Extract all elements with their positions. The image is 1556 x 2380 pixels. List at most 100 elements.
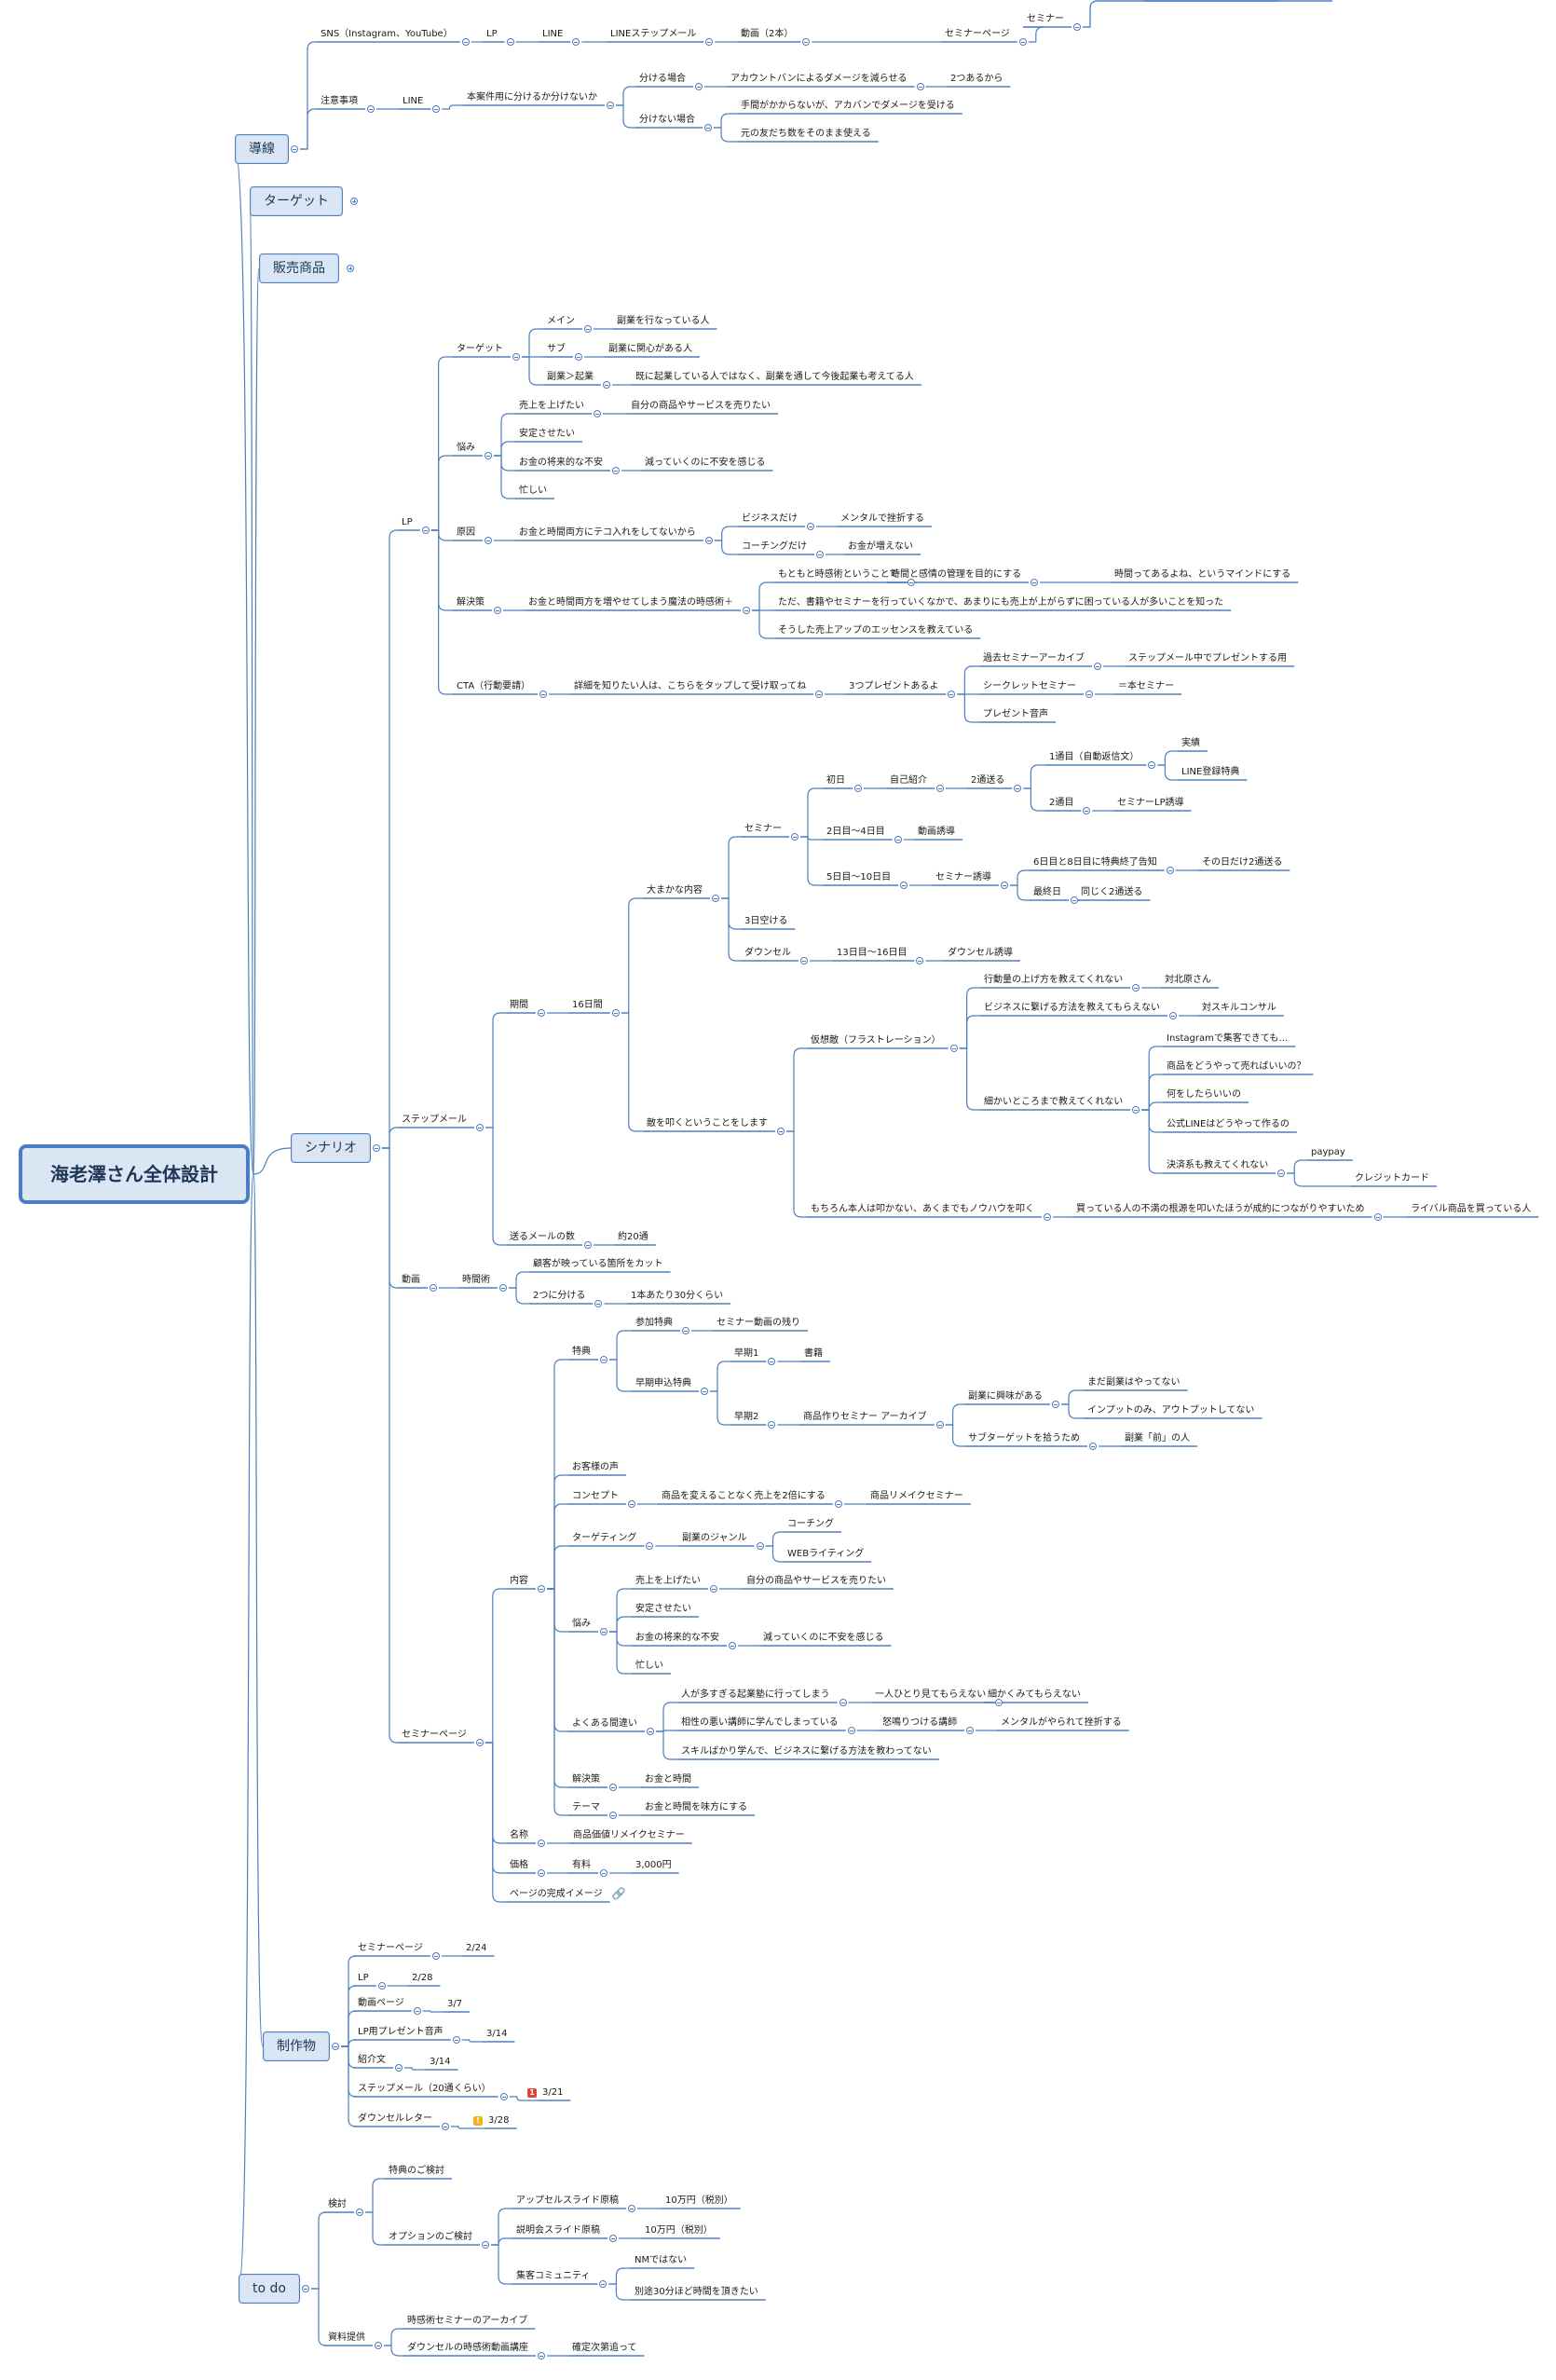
topic-node[interactable]: メンタルで挫折する xyxy=(840,513,924,524)
collapse-toggle-icon[interactable] xyxy=(494,607,501,614)
topic-node[interactable]: 時間ってあるよね、というマインドにする xyxy=(1114,569,1291,580)
topic-node[interactable]: 副業「前」の人 xyxy=(1125,1433,1190,1443)
topic-node[interactable]: 減っていくのに不安を感じる xyxy=(645,458,766,468)
topic-node[interactable]: アカウントバンによるダメージを減らせる xyxy=(730,74,908,84)
topic-node[interactable]: 3日空ける xyxy=(744,916,788,926)
collapse-toggle-icon[interactable] xyxy=(395,2064,403,2072)
topic-node[interactable]: NMではない xyxy=(635,2255,688,2265)
collapse-toggle-icon[interactable] xyxy=(1132,1106,1140,1114)
collapse-toggle-icon[interactable] xyxy=(375,2342,382,2349)
collapse-toggle-icon[interactable] xyxy=(600,1628,607,1635)
collapse-toggle-icon[interactable] xyxy=(356,2209,363,2216)
collapse-toggle-icon[interactable] xyxy=(1018,38,1027,46)
topic-node[interactable]: LP xyxy=(358,1973,369,1983)
topic-node[interactable]: 自己紹介 xyxy=(890,775,927,786)
collapse-toggle-icon[interactable] xyxy=(538,1585,545,1593)
topic-node[interactable]: 細かいところまで教えてくれない xyxy=(984,1097,1124,1107)
collapse-toggle-icon[interactable] xyxy=(1071,896,1078,904)
topic-node[interactable]: 副業に関心がある人 xyxy=(608,344,692,354)
topic-node[interactable]: 3/28 xyxy=(488,2115,510,2126)
topic-node[interactable]: テーマ xyxy=(572,1802,600,1812)
collapse-toggle-icon[interactable] xyxy=(704,124,712,131)
topic-node[interactable]: インプットのみ、アウトプットしてない xyxy=(1087,1405,1255,1416)
collapse-toggle-icon[interactable] xyxy=(712,895,719,902)
topic-node[interactable]: 副業＞起業 xyxy=(547,372,594,382)
topic-node[interactable]: ライバル商品を買っている人 xyxy=(1411,1204,1532,1214)
collapse-toggle-icon[interactable] xyxy=(432,105,441,113)
topic-node[interactable]: 行動量の上げ方を教えてくれない xyxy=(984,975,1124,985)
topic-node[interactable]: 商品を変えることなく売上を2倍にする xyxy=(662,1491,826,1501)
topic-node[interactable]: スキルばかり学んで、ビジネスに繋げる方法を教わってない xyxy=(681,1746,932,1757)
topic-node[interactable]: 2/24 xyxy=(466,1943,487,1953)
topic-node[interactable]: お金と時間両方を増やせてしまう魔法の時感術＋ xyxy=(528,597,733,608)
topic-node[interactable]: 説明会スライド原稿 xyxy=(516,2225,600,2236)
topic-node[interactable]: ダウンセル誘導 xyxy=(948,948,1013,958)
topic-node[interactable]: 解決策 xyxy=(572,1774,600,1785)
topic-node[interactable]: 売上を上げたい xyxy=(519,401,584,411)
topic-node[interactable]: 悩み xyxy=(572,1619,591,1629)
collapse-toggle-icon[interactable] xyxy=(646,1542,654,1550)
topic-node[interactable]: 早期2 xyxy=(734,1412,759,1422)
topic-node[interactable]: 手間がかからないが、アカバンでダメージを受ける xyxy=(741,101,955,111)
collapse-toggle-icon[interactable] xyxy=(594,1300,603,1307)
topic-node[interactable]: 3/14 xyxy=(486,2029,508,2039)
topic-node[interactable]: セミナーページ xyxy=(945,29,1010,39)
topic-node[interactable]: 分けない場合 xyxy=(639,115,695,125)
topic-node[interactable]: 13日目〜16日目 xyxy=(837,948,908,958)
collapse-toggle-icon[interactable] xyxy=(916,83,924,90)
topic-node[interactable]: 顧客が映っている箇所をカット xyxy=(533,1259,663,1269)
topic-node[interactable]: 安定させたい xyxy=(519,429,575,439)
topic-node[interactable]: 10万円（税別） xyxy=(665,2195,733,2206)
main-branch-node[interactable]: 導線 xyxy=(235,134,289,164)
topic-node[interactable]: 自分の商品やサービスを売りたい xyxy=(746,1576,886,1586)
topic-node[interactable]: 6日目と8日目に特典終了告知 xyxy=(1033,857,1157,868)
collapse-toggle-icon[interactable] xyxy=(612,467,620,474)
topic-node[interactable]: 商品リメイクセミナー xyxy=(870,1491,963,1501)
collapse-toggle-icon[interactable] xyxy=(743,607,750,614)
topic-node[interactable]: 人が多すぎる起業塾に行ってしまう xyxy=(681,1689,830,1700)
collapse-toggle-icon[interactable] xyxy=(949,1045,958,1052)
topic-node[interactable]: クレジットカード xyxy=(1355,1173,1429,1183)
collapse-toggle-icon[interactable] xyxy=(599,2280,607,2288)
collapse-toggle-icon[interactable] xyxy=(1277,1169,1286,1177)
topic-node[interactable]: セミナーLP誘導 xyxy=(1117,798,1184,808)
collapse-toggle-icon[interactable] xyxy=(600,1869,607,1877)
topic-node[interactable]: 別途30分ほど時間を頂きたい xyxy=(635,2287,758,2297)
topic-node[interactable]: お金と時間 xyxy=(645,1774,691,1785)
collapse-toggle-icon[interactable] xyxy=(705,38,714,46)
topic-node[interactable]: 1通目（自動返信文） xyxy=(1049,752,1140,762)
topic-node[interactable]: 3/14 xyxy=(430,2057,451,2067)
topic-node[interactable]: そうした売上アップのエッセンスを教えている xyxy=(778,625,974,636)
topic-node[interactable]: 早期申込特典 xyxy=(635,1378,691,1388)
topic-node[interactable]: ステップメール中でプレゼントする用 xyxy=(1128,653,1287,663)
collapse-toggle-icon[interactable] xyxy=(948,691,956,698)
topic-node[interactable]: 副業に興味がある xyxy=(968,1391,1043,1402)
topic-node[interactable]: WEBライティング xyxy=(787,1549,865,1559)
topic-node[interactable]: 資料提供 xyxy=(328,2332,365,2343)
collapse-toggle-icon[interactable] xyxy=(834,1500,842,1508)
topic-node[interactable]: ステップメール xyxy=(402,1115,467,1125)
topic-node[interactable]: お金と時間両方にテコ入れをしてないから xyxy=(519,527,696,538)
main-branch-node[interactable]: 販売商品 xyxy=(259,253,339,283)
topic-node[interactable]: 有料 xyxy=(572,1860,591,1870)
topic-node[interactable]: お客様の声 xyxy=(572,1462,619,1472)
expand-toggle-icon[interactable] xyxy=(350,198,358,205)
collapse-toggle-icon[interactable] xyxy=(1373,1213,1382,1221)
topic-node[interactable]: 既に起業している人ではなく、副業を通して今後起業も考えてる人 xyxy=(635,372,914,382)
collapse-toggle-icon[interactable] xyxy=(768,1421,776,1429)
topic-node[interactable]: 参加特典 xyxy=(635,1318,673,1328)
collapse-toggle-icon[interactable] xyxy=(768,1358,776,1365)
topic-node[interactable]: 相性の悪い講師に学んでしまっている xyxy=(681,1717,839,1728)
topic-node[interactable]: コーチング xyxy=(787,1519,834,1529)
topic-node[interactable]: 何をしたらいいの xyxy=(1167,1089,1241,1100)
collapse-toggle-icon[interactable] xyxy=(475,1739,484,1746)
topic-node[interactable]: 仮想敵（フラストレーション） xyxy=(811,1035,941,1046)
collapse-toggle-icon[interactable] xyxy=(603,381,610,389)
topic-node[interactable]: オプションのご検討 xyxy=(389,2232,472,2242)
collapse-toggle-icon[interactable] xyxy=(594,410,601,417)
topic-node[interactable]: シークレットセミナー xyxy=(983,681,1076,691)
collapse-toggle-icon[interactable] xyxy=(377,1982,386,1990)
collapse-toggle-icon[interactable] xyxy=(538,1840,545,1847)
collapse-toggle-icon[interactable] xyxy=(1132,984,1140,992)
topic-node[interactable]: もともと時感術ということで xyxy=(778,569,899,580)
